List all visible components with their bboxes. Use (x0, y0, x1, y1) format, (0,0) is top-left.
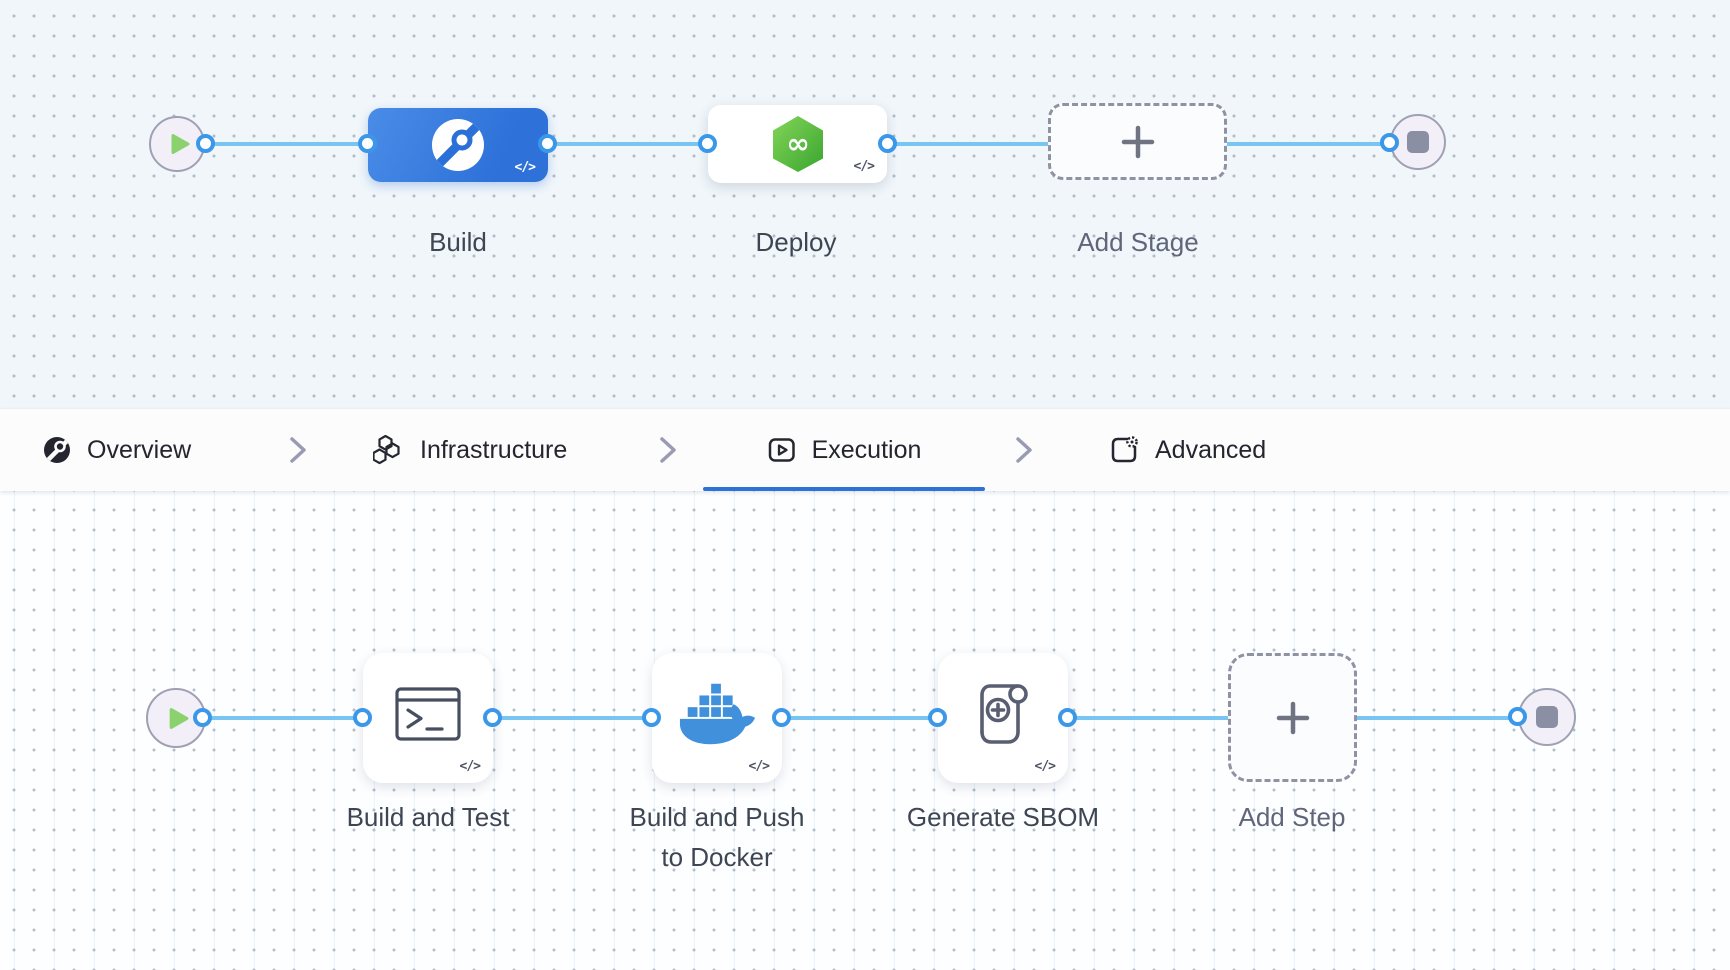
stage-label-build: Build (429, 227, 487, 257)
tab-label: Advanced (1155, 435, 1267, 464)
add-stage-button[interactable] (1048, 103, 1227, 180)
overview-icon (44, 437, 70, 463)
docker-icon (679, 683, 756, 745)
port-docker-in[interactable] (642, 708, 661, 727)
add-step-label: Add Step (1238, 802, 1346, 832)
ci-build-icon (432, 119, 484, 171)
step-node-generate-sbom[interactable]: </> (938, 653, 1068, 783)
chevron-right-icon (1016, 437, 1032, 463)
stage-config-tabbar: Overview Infrastructure Execution (0, 408, 1730, 491)
advanced-icon (1111, 436, 1138, 463)
sbom-scroll-icon (980, 684, 1028, 744)
tab-execution[interactable]: Execution (703, 409, 985, 491)
step-node-build-and-push-docker[interactable]: </> (652, 653, 782, 783)
code-badge: </> (853, 159, 876, 174)
port-sbom-out[interactable] (1058, 708, 1077, 727)
code-badge: </> (459, 759, 482, 774)
stage-node-build[interactable]: </> (368, 108, 548, 182)
chevron-right-icon (290, 437, 306, 463)
port-build-in[interactable] (358, 134, 377, 153)
code-badge: </> (748, 759, 771, 774)
port-steps-end-in[interactable] (1508, 707, 1527, 726)
stop-icon (1536, 706, 1558, 728)
terminal-icon (395, 687, 461, 741)
infrastructure-icon (373, 435, 400, 465)
execution-icon (768, 438, 795, 462)
code-badge: </> (1034, 759, 1057, 774)
port-docker-out[interactable] (772, 708, 791, 727)
port-deploy-out[interactable] (878, 134, 897, 153)
cd-deploy-icon: ∞ (772, 116, 823, 172)
play-icon (169, 707, 189, 729)
tab-label: Execution (811, 435, 922, 464)
stage-canvas[interactable]: </> ∞ </> (0, 0, 1730, 408)
port-deploy-in[interactable] (698, 134, 717, 153)
code-badge: </> (514, 160, 537, 175)
play-icon (171, 134, 189, 154)
tab-infrastructure[interactable]: Infrastructure (373, 409, 567, 491)
pipeline-end-node (1390, 114, 1446, 170)
step-node-build-and-test[interactable]: </> (363, 653, 493, 783)
step-label-build-and-test: Build and Test (346, 802, 510, 832)
port-build-test-in[interactable] (353, 708, 372, 727)
tab-overview[interactable]: Overview (42, 409, 191, 491)
stage-label-deploy: Deploy (755, 227, 837, 257)
step-label-build-and-push-docker: Build and Push to Docker (629, 802, 805, 872)
add-stage-label: Add Stage (1077, 227, 1199, 257)
tab-label: Infrastructure (420, 435, 568, 464)
port-build-test-out[interactable] (483, 708, 502, 727)
port-build-out[interactable] (538, 134, 557, 153)
port-end-in[interactable] (1380, 133, 1399, 152)
tab-advanced[interactable]: Advanced (1108, 409, 1266, 491)
plus-icon (1276, 701, 1309, 734)
step-label-generate-sbom: Generate SBOM (906, 802, 1100, 832)
svg-text:∞: ∞ (786, 127, 809, 160)
port-start-out[interactable] (196, 134, 215, 153)
plus-icon (1121, 125, 1154, 158)
chevron-right-icon (660, 437, 676, 463)
port-steps-start-out[interactable] (193, 708, 212, 727)
step-edge-line[interactable] (203, 716, 1518, 720)
tab-label: Overview (87, 435, 192, 464)
port-sbom-in[interactable] (928, 708, 947, 727)
execution-step-canvas[interactable]: </> </> (0, 490, 1730, 970)
stop-icon (1407, 131, 1429, 153)
stage-node-deploy[interactable]: ∞ </> (708, 105, 887, 183)
pipeline-start-node (149, 116, 205, 172)
add-step-button[interactable] (1228, 653, 1357, 782)
